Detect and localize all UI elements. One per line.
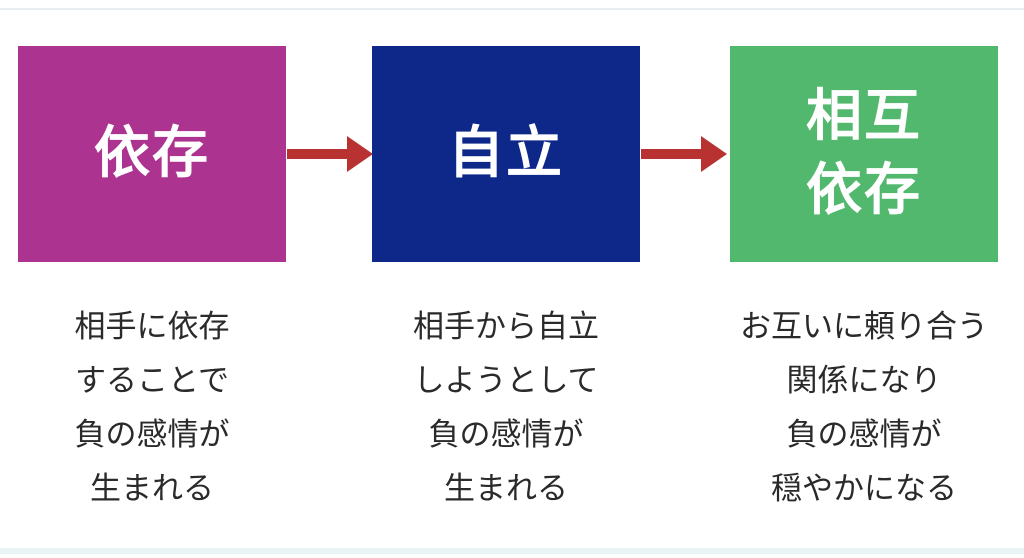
caption-line: 関係になり bbox=[786, 363, 942, 399]
caption-line: 相手に依存 bbox=[74, 309, 230, 345]
stage-caption-dependence: 相手に依存 することで 負の感情が 生まれる bbox=[18, 300, 286, 516]
caption-line: 負の感情が bbox=[786, 417, 942, 453]
arrow-shaft bbox=[287, 149, 349, 159]
stage-title-line: 依存 bbox=[94, 121, 210, 186]
caption-line: お互いに頼り合う bbox=[740, 309, 988, 345]
caption-line: 負の感情が bbox=[428, 417, 584, 453]
bottom-divider bbox=[0, 548, 1024, 554]
stage-box-interdependence: 相互 依存 bbox=[730, 46, 998, 262]
caption-line: 相手から自立 bbox=[413, 309, 599, 345]
arrow-right-icon bbox=[641, 136, 727, 172]
caption-line: しようとして bbox=[413, 363, 599, 399]
arrow-head bbox=[701, 136, 727, 172]
stage-box-dependence: 依存 bbox=[18, 46, 286, 262]
stage-title-line: 相互 bbox=[806, 84, 922, 149]
caption-line: 生まれる bbox=[444, 471, 568, 507]
arrow-head bbox=[347, 136, 373, 172]
top-divider bbox=[0, 8, 1024, 10]
arrow-right-icon bbox=[287, 136, 373, 172]
caption-line: することで bbox=[74, 363, 230, 399]
stage-caption-interdependence: お互いに頼り合う 関係になり 負の感情が 穏やかになる bbox=[716, 300, 1012, 516]
arrow-shaft bbox=[641, 149, 703, 159]
stage-box-independence: 自立 bbox=[372, 46, 640, 262]
caption-line: 穏やかになる bbox=[771, 471, 957, 507]
caption-line: 生まれる bbox=[90, 471, 214, 507]
caption-line: 負の感情が bbox=[74, 417, 230, 453]
stage-caption-independence: 相手から自立 しようとして 負の感情が 生まれる bbox=[372, 300, 640, 516]
stage-title-line: 自立 bbox=[448, 121, 564, 186]
stage-title-line: 依存 bbox=[806, 158, 922, 223]
